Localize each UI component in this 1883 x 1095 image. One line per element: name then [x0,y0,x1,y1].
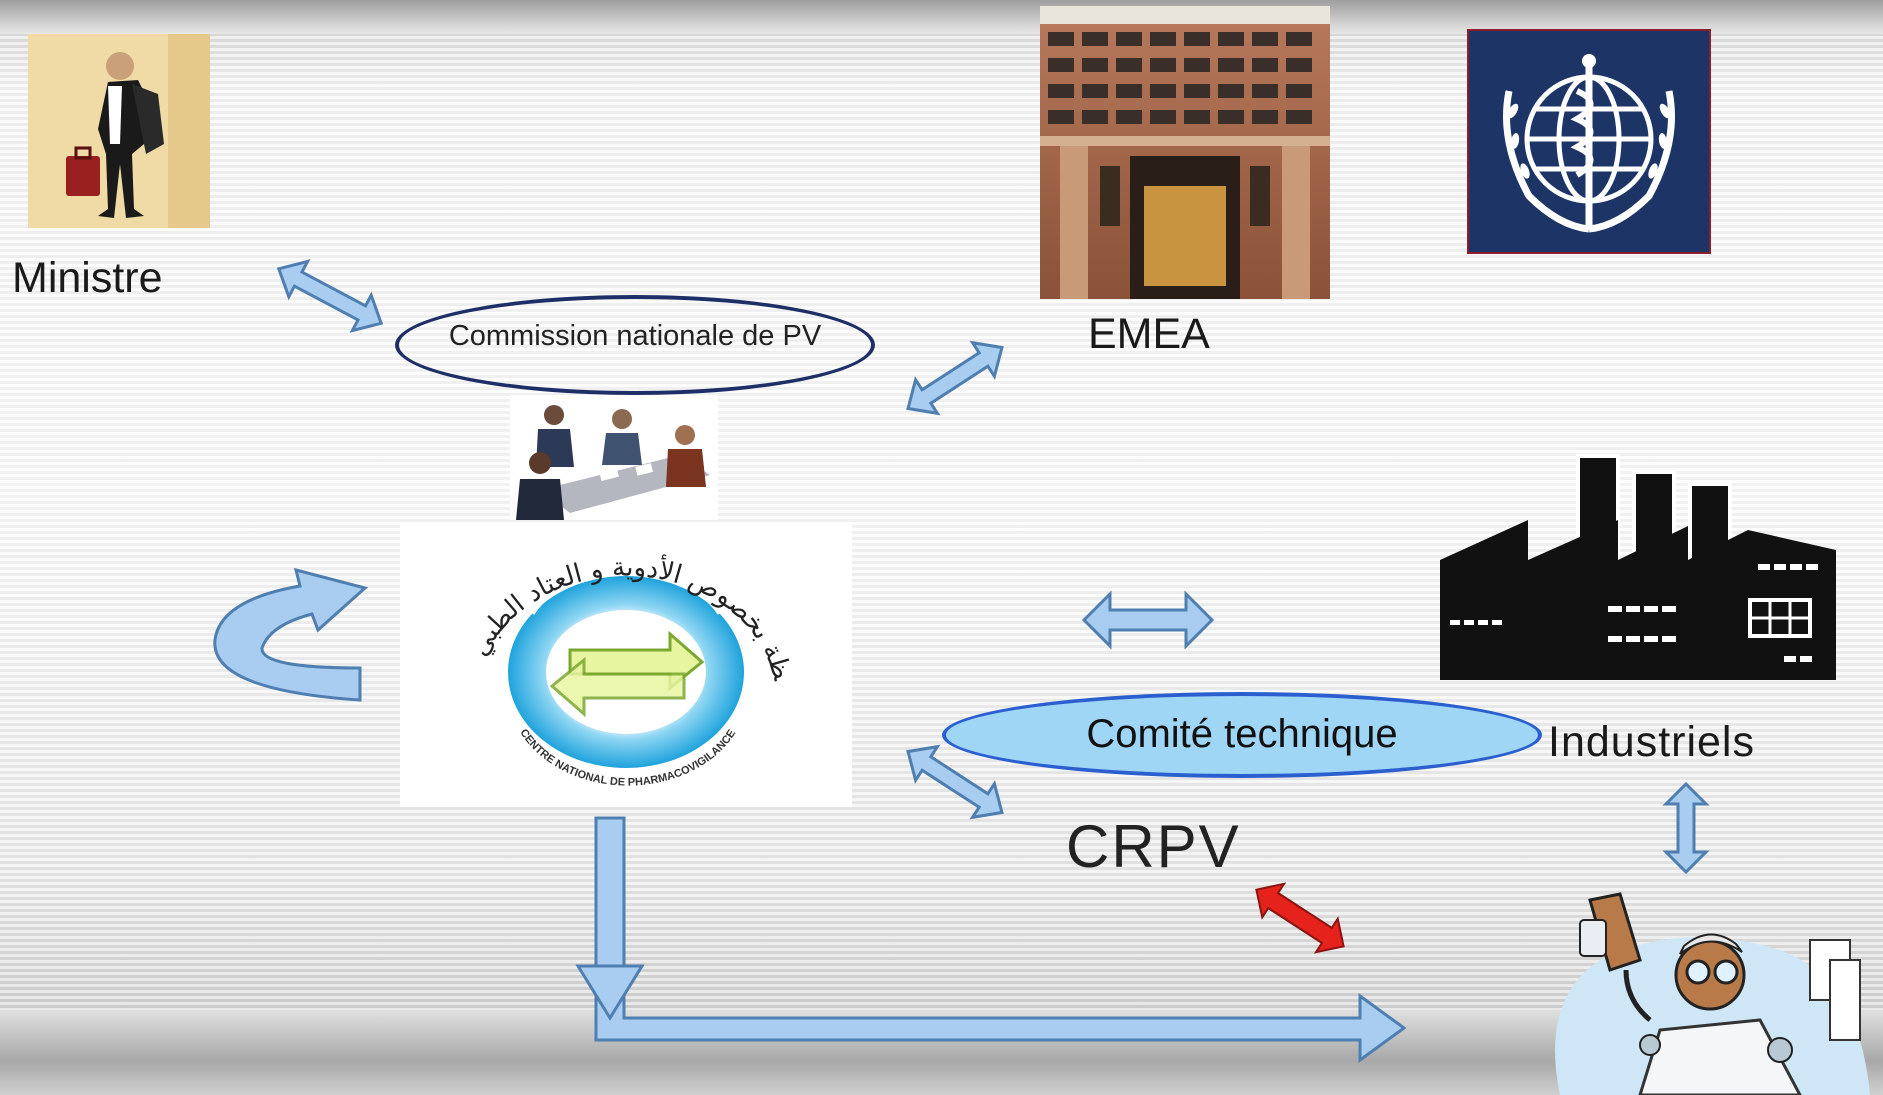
comite-technique-ellipse [942,692,1542,778]
building-photo [1040,6,1330,299]
meeting-icon [510,395,718,520]
industriels-label: Industriels [1548,718,1755,766]
double-arrow-ministre-commission [276,259,384,333]
comite-technique-label: Comité technique [1086,712,1398,756]
emea-label: EMEA [1088,310,1210,358]
crpv-label: CRPV [1066,813,1241,880]
scientist-icon [1530,880,1883,1095]
businessman-icon [28,34,210,228]
down-right-arrow [575,816,1407,1063]
commission-label: Commission nationale de PV [448,320,822,352]
top-band [0,0,1883,34]
ministre-label: Ministre [12,254,163,302]
double-arrow-commission-emea [906,340,1004,416]
who-emblem-icon [1467,29,1711,254]
red-double-arrow [1255,882,1345,954]
commission-ellipse [395,295,875,395]
pharmacovigilance-logo: المركز الوطني لليقظة بخصوص الأدوية و الع… [389,499,852,807]
double-arrow-vertical [1662,781,1710,875]
factory-icon [1438,450,1838,685]
double-arrow-horizontal [1081,590,1215,650]
curved-arrow [213,567,369,702]
double-arrow-logo-crpv [906,744,1004,820]
